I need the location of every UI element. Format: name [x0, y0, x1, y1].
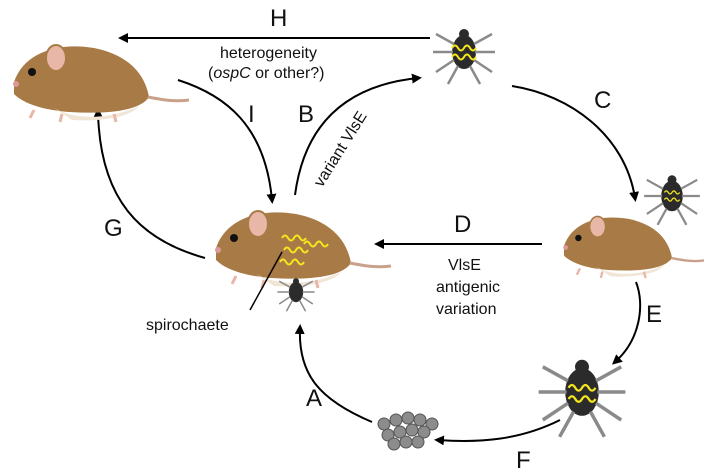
d-annotation-line3: variation [436, 301, 496, 318]
eggs-icon [377, 411, 439, 451]
label-a: A [306, 385, 322, 412]
d-annotation-line1: VlsE [448, 257, 481, 274]
mouse-icon [11, 43, 191, 124]
h-annotation-line1: heterogeneity [220, 45, 317, 62]
mouse-with-tick-icon [562, 215, 706, 280]
label-b: B [298, 101, 314, 128]
small-tick-icon [276, 277, 316, 312]
label-g: G [104, 215, 123, 242]
arrow-a [294, 324, 373, 423]
label-d: D [454, 211, 471, 238]
h-annotation-line2: (ospC or other?) [208, 65, 325, 82]
label-e: E [646, 301, 662, 328]
label-f: F [516, 447, 531, 474]
nymph-tick-icon [431, 27, 497, 86]
arrow-i [177, 79, 277, 204]
b-annotation: variant VlsE [311, 109, 371, 190]
infected-mouse-icon [213, 209, 393, 290]
spirochaete-pointer [249, 251, 283, 311]
arrow-e [611, 281, 642, 365]
arrow-c [511, 85, 639, 202]
label-i: I [248, 101, 255, 128]
label-c: C [594, 87, 611, 114]
d-annotation-line2: antigenic [436, 279, 500, 296]
spirochaete-label: spirochaete [146, 317, 229, 334]
label-h: H [270, 5, 287, 32]
arrow-b [294, 73, 422, 196]
adult-tick-icon [536, 358, 628, 439]
feeding-tick-icon [642, 174, 702, 226]
arrow-f [434, 419, 561, 446]
arrow-g [93, 108, 206, 259]
